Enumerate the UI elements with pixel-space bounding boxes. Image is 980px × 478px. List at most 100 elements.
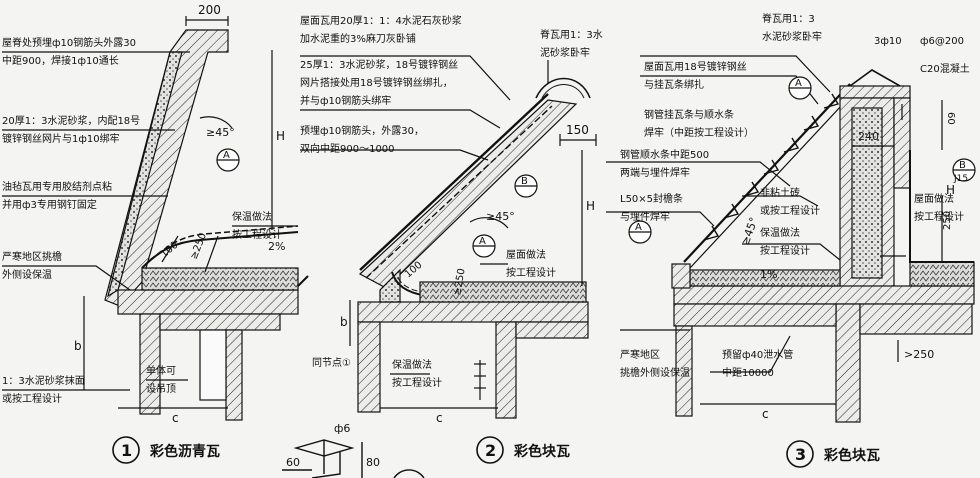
d1-dim-c: c (172, 411, 179, 425)
d1-angle: ≥45° (206, 126, 235, 139)
d3-dim-3phi10: 3ф10 (874, 36, 902, 47)
d1-note-5: 并用ф3专用钢钉固定 (2, 198, 97, 211)
d3-note-14: 按工程设计 (760, 244, 810, 257)
d2-dim-150: 150 (566, 123, 589, 137)
d2-note-8: 泥砂浆卧牢 (540, 46, 590, 59)
d2-note-5: 预埋ф10钢筋头，外露30， (300, 124, 424, 137)
caption-1-number-circle (112, 436, 140, 464)
d3-dim-240: 240 (858, 130, 879, 143)
d2-note-1: 加水泥重的3%麻刀灰卧铺 (300, 32, 416, 45)
d1-note-2: 20厚1：3水泥砂浆，内配18号 (2, 114, 140, 127)
d3-angle: ≥45° (739, 216, 761, 247)
d2-note-6: 双向中距900～1000 (300, 142, 395, 155)
d2-note-3: 网片搭接处用18号镀锌钢丝绑扎， (300, 76, 453, 89)
d1-dim-b: b (74, 339, 82, 353)
d3-note-6: 焊牢（中距按工程设计） (644, 126, 754, 139)
d2-note-4: 并与ф10钢筋头绑牢 (300, 94, 391, 107)
d2-note-7: 脊瓦用1：3水 (540, 28, 603, 41)
d1-note-0: 屋脊处预埋ф10钢筋头外露30 (2, 36, 136, 49)
d3-note-17: 严寒地区 (620, 348, 660, 361)
d3-note-19: 预留ф40泄水管 (722, 348, 793, 361)
d4-dim-60: 60 (286, 456, 300, 469)
d1-note-6: 保温做法 (232, 210, 272, 223)
d2-angle: ≥45° (486, 210, 515, 223)
d1-dim-100: 100 (159, 240, 181, 261)
d1-slope: 2% (268, 240, 285, 253)
d1-note-13: 设吊顶 (146, 383, 176, 395)
d3-note-1: 水泥砂浆卧牢 (762, 30, 822, 43)
d3-dim-phi6: ф6@200 (920, 36, 964, 47)
d2-note-11: 保温做法 (392, 358, 432, 371)
d2-note-10: 按工程设计 (506, 266, 556, 279)
d1-dim-200: 200 (198, 3, 221, 17)
d3-note-3: 屋面瓦用18号镀锌钢丝 (644, 60, 747, 73)
caption-2: 2 彩色块瓦 (476, 436, 570, 464)
d1-note-3: 镀锌钢丝网片与1ф10绑牢 (2, 132, 120, 145)
d3-note-9: L50×5封檐条 (620, 192, 683, 205)
d2-dim-100: 100 (403, 260, 425, 281)
d3-dim-250: 250 (942, 211, 953, 230)
d2-note-12: 按工程设计 (392, 376, 442, 389)
caption-3-number-circle (786, 440, 814, 468)
detail-2 (300, 55, 597, 419)
detail-4-partial (282, 439, 425, 478)
d3-note-11: 非粘土砖 (760, 186, 800, 199)
caption-2-number: 2 (485, 441, 496, 460)
d4-dim-phi6: ф6 (334, 422, 350, 435)
d3-note-18: 挑檐外侧设保温 (620, 366, 690, 379)
caption-2-number-circle (476, 436, 504, 464)
caption-2-title: 彩色块瓦 (513, 443, 570, 460)
d3-bubble-a-top: A (795, 78, 802, 89)
detail-3 (606, 55, 976, 423)
d3-note-5: 钢管挂瓦条与顺水条 (644, 108, 734, 121)
d2-bubble-b: B (521, 176, 528, 187)
d1-note-7: 按工程设计 (232, 228, 282, 241)
d3-note-12: 或按工程设计 (760, 204, 820, 217)
d3-note-20: 中距10000 (722, 366, 774, 379)
caption-3-number: 3 (795, 445, 806, 464)
d3-bubble-a-side: A (635, 222, 642, 233)
d3-dim-gt250: >250 (904, 348, 934, 361)
d1-note-4: 油毡瓦用专用胶结剂点粘 (2, 180, 112, 193)
d1-note-9: 外侧设保温 (2, 268, 52, 281)
d2-dim-b: b (340, 315, 348, 329)
d1-note-11: 或按工程设计 (2, 392, 62, 405)
d3-note-8: 两端与埋件焊牢 (620, 166, 690, 179)
d1-note-12: 单体可 (146, 365, 176, 377)
d2-note-13: 同节点① (312, 357, 351, 369)
d1-note-10: 1：3水泥砂浆抹面 (2, 374, 85, 387)
d2-dim-250: ≥250 (452, 268, 468, 297)
d3-note-4: 与挂瓦条绑扎 (644, 78, 704, 91)
d3-note-16: 按工程设计 (914, 210, 964, 223)
d2-note-0: 屋面瓦用20厚1：1：4水泥石灰砂浆 (300, 14, 462, 27)
caption-3-title: 彩色块瓦 (823, 447, 880, 464)
caption-3: 3 彩色块瓦 (786, 440, 880, 468)
caption-1: 1 彩色沥青瓦 (112, 436, 220, 464)
d1-dim-250: ≥250 (189, 232, 209, 262)
d1-dim-h: H (276, 129, 285, 143)
d2-dim-h: H (586, 199, 595, 213)
d3-note-2: C20混凝土 (920, 62, 970, 75)
d3-slope: 1% (760, 268, 777, 281)
detail-1 (2, 16, 309, 421)
caption-1-title: 彩色沥青瓦 (149, 443, 220, 460)
d3-note-0: 脊瓦用1：3 (762, 12, 815, 25)
d4-dim-80: 80 (366, 456, 380, 469)
d1-bubble-a: A (223, 150, 230, 161)
d3-dim-60: 60 (945, 112, 956, 125)
d3-dim-h: H (946, 183, 955, 197)
d3-bubble-b: B (959, 160, 966, 171)
d2-note-9: 屋面做法 (506, 248, 546, 261)
d1-note-1: 中距900，焊接1ф10通长 (2, 54, 119, 67)
d3-bubble-b-sub: J15 (953, 174, 968, 184)
d3-note-13: 保温做法 (760, 226, 800, 239)
d3-note-7: 钢管顺水条中距500 (620, 148, 709, 161)
d1-note-8: 严寒地区挑檐 (2, 250, 62, 263)
d2-dim-c: c (436, 411, 443, 425)
d2-bubble-a: A (479, 236, 486, 247)
d3-note-15: 屋面做法 (914, 192, 954, 205)
d2-note-2: 25厚1：3水泥砂浆，18号镀锌钢丝 (300, 58, 458, 71)
